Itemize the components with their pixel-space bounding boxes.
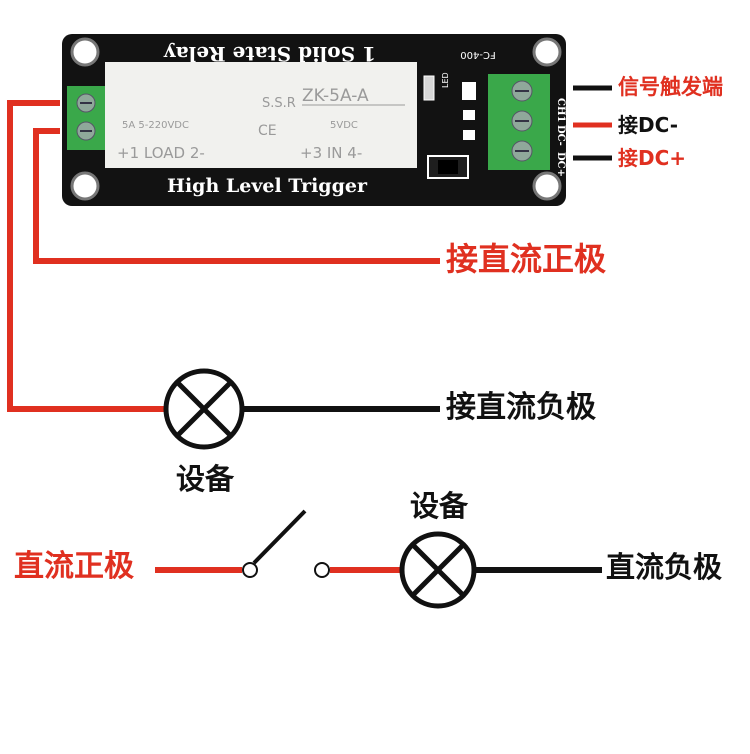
label-signal-trigger: 信号触发端 xyxy=(618,75,723,99)
label-dc-positive: 直流正极 xyxy=(14,549,134,584)
mounting-hole xyxy=(70,171,100,201)
relay-board: 1 Solid State Relay FC-400 S.S.R ZK-5A-A… xyxy=(62,34,566,206)
trigger-text: High Level Trigger xyxy=(167,175,368,197)
label-dc-negative: 直流负极 xyxy=(606,550,723,584)
label-device-bottom: 设备 xyxy=(410,489,469,523)
pin-ch1: CH1 xyxy=(555,98,566,122)
load-rating: 5A 5-220VDC xyxy=(122,120,189,131)
switch-lever xyxy=(252,509,307,565)
load-terminal-block xyxy=(67,86,105,150)
label-connect-dc-negative: 接直流负极 xyxy=(446,390,596,425)
ce-mark: CE xyxy=(258,123,277,139)
module-model: ZK-5A-A xyxy=(302,86,369,106)
wire-load-to-dc-positive xyxy=(33,128,440,264)
label-device-top: 设备 xyxy=(176,462,235,496)
pin-dcplus: DC+ xyxy=(555,152,566,177)
led xyxy=(423,75,435,101)
pin-dcminus: DC- xyxy=(555,125,566,146)
switch-contact xyxy=(314,562,330,578)
lamp-symbol xyxy=(399,531,477,609)
label-connect-dc-positive: 接直流正极 xyxy=(446,240,607,278)
module-brand: S.S.R xyxy=(262,96,296,111)
input-voltage: 5VDC xyxy=(330,120,358,131)
mounting-hole xyxy=(532,37,562,67)
mounting-hole xyxy=(70,37,100,67)
switch-contact xyxy=(242,562,258,578)
input-pins: +3 IN 4- xyxy=(300,144,362,162)
board-code: FC-400 xyxy=(460,49,495,60)
load-pins: +1 LOAD 2- xyxy=(117,144,205,162)
mounting-hole xyxy=(532,171,562,201)
led-label: LED xyxy=(441,72,450,88)
label-connect-dc-plus: 接DC+ xyxy=(618,146,687,170)
label-connect-dc-minus: 接DC- xyxy=(618,113,679,137)
ssr-module xyxy=(105,62,417,168)
wire-load-to-device xyxy=(7,100,164,412)
input-terminal-block xyxy=(488,74,550,170)
lamp-symbol xyxy=(163,368,245,450)
